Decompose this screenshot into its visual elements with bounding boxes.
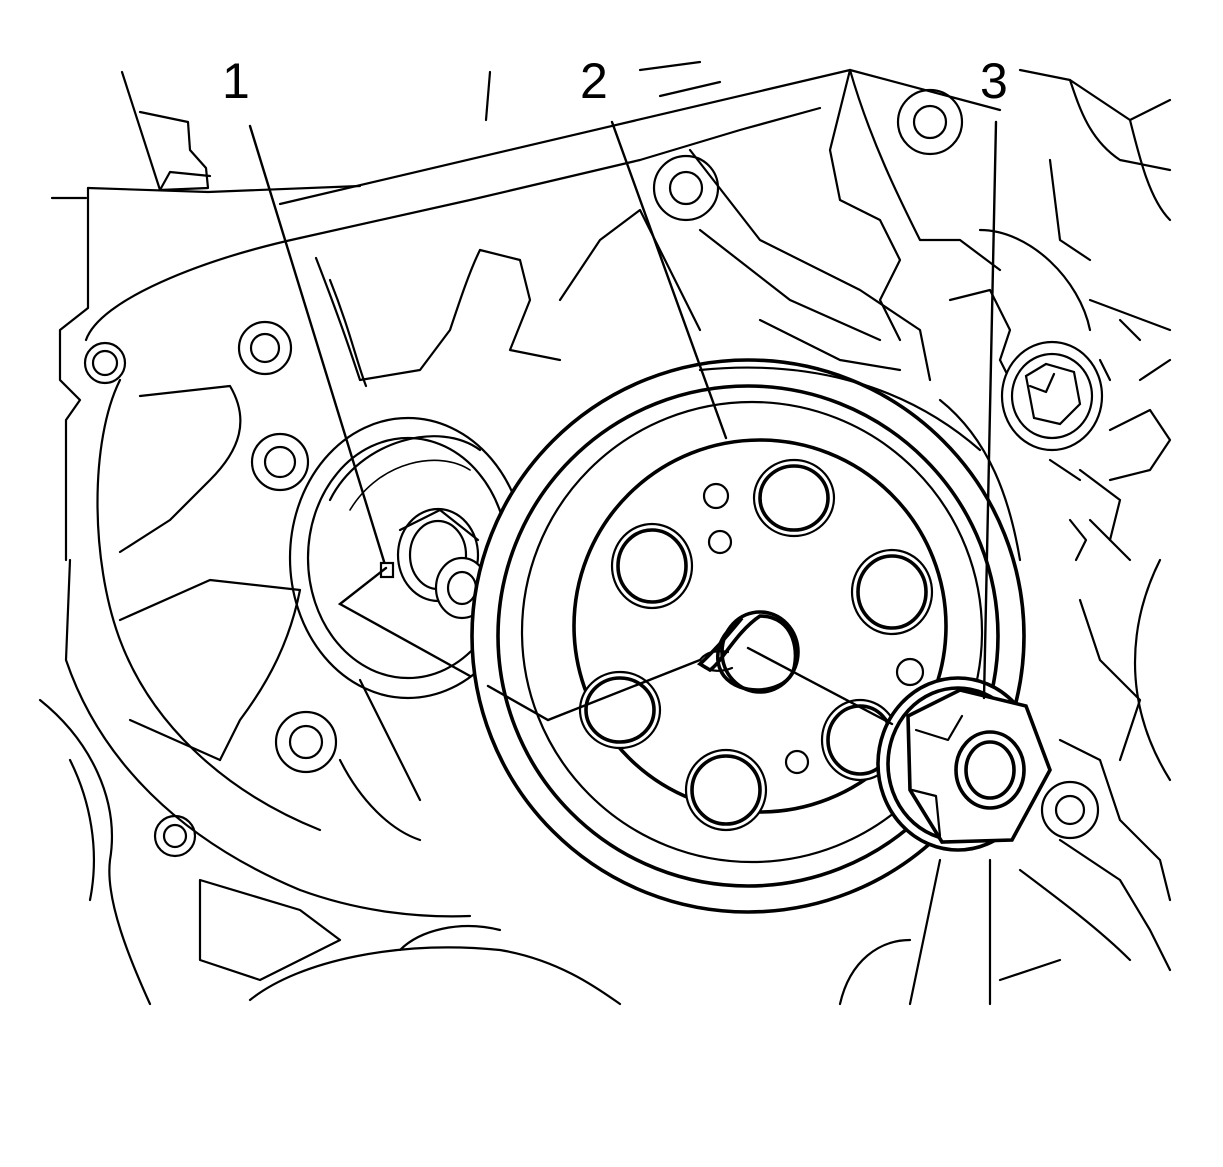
leader-lines [248, 120, 998, 726]
callout-1: 1 [222, 53, 250, 109]
pulley-hole [610, 522, 694, 610]
pulley-hole [850, 548, 934, 636]
pulley-hole [684, 748, 768, 832]
callout-2: 2 [580, 53, 608, 109]
pulley-hole [578, 670, 662, 750]
callout-3: 3 [980, 53, 1008, 109]
callouts: 1 2 3 [222, 53, 1008, 109]
pulley-bolt [876, 676, 1052, 852]
leader-1-marker [379, 561, 395, 579]
upper-right-bolt [1000, 340, 1104, 452]
engine-housing [38, 60, 1172, 1006]
pulley-hole [752, 458, 836, 538]
